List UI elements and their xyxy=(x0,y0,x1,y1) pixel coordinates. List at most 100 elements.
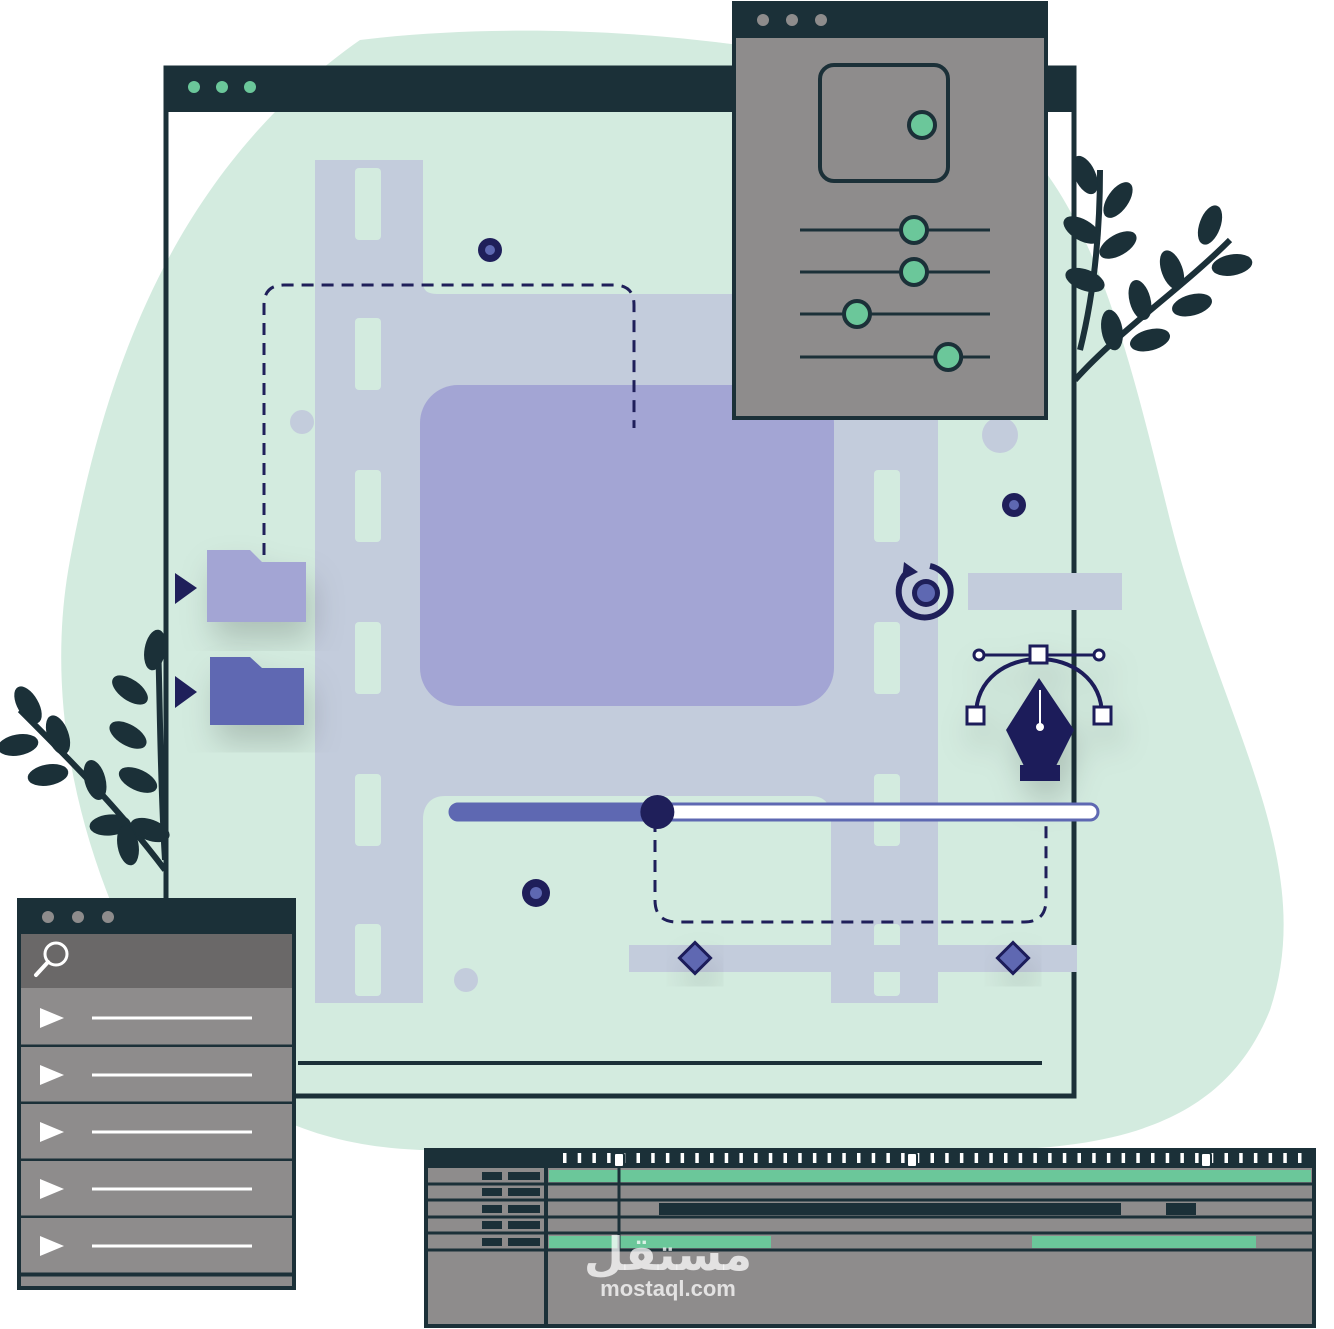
track-header-label[interactable] xyxy=(508,1221,540,1229)
play-icon[interactable] xyxy=(40,1179,64,1199)
adjust-slider-knob[interactable] xyxy=(933,342,964,372)
track-header-label[interactable] xyxy=(508,1172,540,1180)
timeline-tick xyxy=(959,1153,964,1163)
timeline-tick xyxy=(886,1153,890,1163)
play-icon[interactable] xyxy=(40,1065,64,1085)
track-header-label[interactable] xyxy=(508,1238,540,1246)
timeline-tick xyxy=(812,1153,817,1163)
track-header-toggle[interactable] xyxy=(482,1205,502,1213)
timeline-tick xyxy=(1062,1153,1067,1163)
thumbnail-toggle[interactable] xyxy=(907,110,937,140)
folder-icon[interactable] xyxy=(210,657,304,725)
timeline-tick xyxy=(842,1153,846,1163)
timeline-tick xyxy=(1004,1153,1008,1163)
watermark-arabic: مستقل xyxy=(584,1227,752,1281)
marker-handle[interactable] xyxy=(906,1152,918,1168)
motion-path-upper xyxy=(262,283,636,555)
track-header-label[interactable] xyxy=(508,1205,540,1213)
timeline-tick xyxy=(563,1153,567,1163)
window-control-dot[interactable] xyxy=(786,14,798,26)
adjust-slider-knob[interactable] xyxy=(899,215,929,245)
preview-thumbnail[interactable] xyxy=(818,63,950,183)
timeline-tick xyxy=(1195,1153,1199,1163)
keyframe-diamond-icon[interactable] xyxy=(995,940,1031,976)
timeline-tick xyxy=(1136,1153,1140,1163)
playhead-handle[interactable] xyxy=(613,1152,625,1168)
main-scrubber[interactable] xyxy=(448,795,1100,829)
timeline-tick xyxy=(974,1153,979,1163)
timeline-tick xyxy=(1151,1153,1155,1163)
adjust-slider-knob[interactable] xyxy=(842,299,872,329)
media-list-titlebar xyxy=(17,898,296,934)
timeline-tick xyxy=(739,1153,743,1163)
window-control-dot[interactable] xyxy=(216,81,228,93)
track-header-toggle[interactable] xyxy=(482,1221,502,1229)
accent-dot xyxy=(485,245,495,255)
track-clip[interactable] xyxy=(1032,1236,1256,1248)
track-clip[interactable] xyxy=(549,1170,1311,1182)
accent-dot xyxy=(1009,500,1019,510)
search-bar[interactable] xyxy=(21,934,292,988)
track-header-label[interactable] xyxy=(508,1188,540,1196)
play-icon[interactable] xyxy=(40,1008,64,1028)
faint-dot xyxy=(982,417,1018,453)
timeline-tick xyxy=(1106,1153,1111,1163)
track-clip[interactable] xyxy=(1166,1203,1196,1215)
timeline-tick xyxy=(1033,1153,1037,1163)
keyframe-diamond-icon[interactable] xyxy=(677,940,713,976)
timeline-tick xyxy=(989,1153,993,1163)
timeline-tick xyxy=(857,1153,861,1163)
track-clip[interactable] xyxy=(549,1203,659,1215)
timeline-tick xyxy=(827,1153,832,1163)
window-control-dot[interactable] xyxy=(757,14,769,26)
motion-path-lower xyxy=(653,812,1048,924)
timeline-tick xyxy=(1239,1153,1243,1163)
timeline-tick xyxy=(798,1153,802,1163)
track-headers xyxy=(482,1172,540,1246)
track-header-toggle[interactable] xyxy=(482,1238,502,1246)
timeline-ruler xyxy=(428,1150,1312,1168)
window-control-dot[interactable] xyxy=(102,911,114,923)
track-clip[interactable] xyxy=(659,1203,1121,1215)
window-control-dot[interactable] xyxy=(42,911,54,923)
track-header-toggle[interactable] xyxy=(482,1188,502,1196)
play-icon[interactable] xyxy=(40,1236,64,1256)
timeline-tick xyxy=(768,1153,773,1163)
faint-dot xyxy=(290,410,314,434)
timeline-tick xyxy=(1121,1153,1126,1163)
window-control-dot[interactable] xyxy=(244,81,256,93)
rotate-icon[interactable] xyxy=(895,562,954,621)
timeline-tick xyxy=(724,1153,729,1163)
timeline-tick xyxy=(1283,1153,1287,1163)
faint-dot xyxy=(454,968,478,992)
window-control-dot[interactable] xyxy=(815,14,827,26)
plant-leaves-right xyxy=(1063,155,1253,383)
timeline-tick xyxy=(1224,1153,1228,1163)
play-icon[interactable] xyxy=(40,1122,64,1142)
window-control-dot[interactable] xyxy=(72,911,84,923)
adjust-slider-knob[interactable] xyxy=(899,257,929,287)
track-header-toggle[interactable] xyxy=(482,1172,502,1180)
timeline-tick xyxy=(592,1153,596,1163)
track-clip[interactable] xyxy=(549,1236,771,1248)
window-control-dot[interactable] xyxy=(188,81,200,93)
adjustments-panel xyxy=(732,1,1048,420)
watermark-latin: mostaql.com xyxy=(600,1276,736,1301)
timeline-tick xyxy=(680,1153,685,1163)
folder-icon[interactable] xyxy=(207,550,306,622)
rotate-property-bar xyxy=(968,573,1122,610)
pen-tool-icon[interactable] xyxy=(965,644,1113,781)
play-icon[interactable] xyxy=(175,676,197,708)
timeline-tick xyxy=(871,1153,876,1163)
scrubber-knob[interactable] xyxy=(640,795,675,829)
video-preview-frame[interactable] xyxy=(420,385,834,706)
marker-handle[interactable] xyxy=(1200,1152,1212,1168)
timeline-tick xyxy=(665,1153,670,1163)
play-icon[interactable] xyxy=(175,573,197,604)
timeline-tick xyxy=(1077,1153,1081,1163)
timeline-tick xyxy=(1180,1153,1184,1163)
search-icon[interactable] xyxy=(34,941,69,977)
timeline-tick xyxy=(1092,1153,1096,1163)
timeline-tracks xyxy=(428,1152,1312,1252)
